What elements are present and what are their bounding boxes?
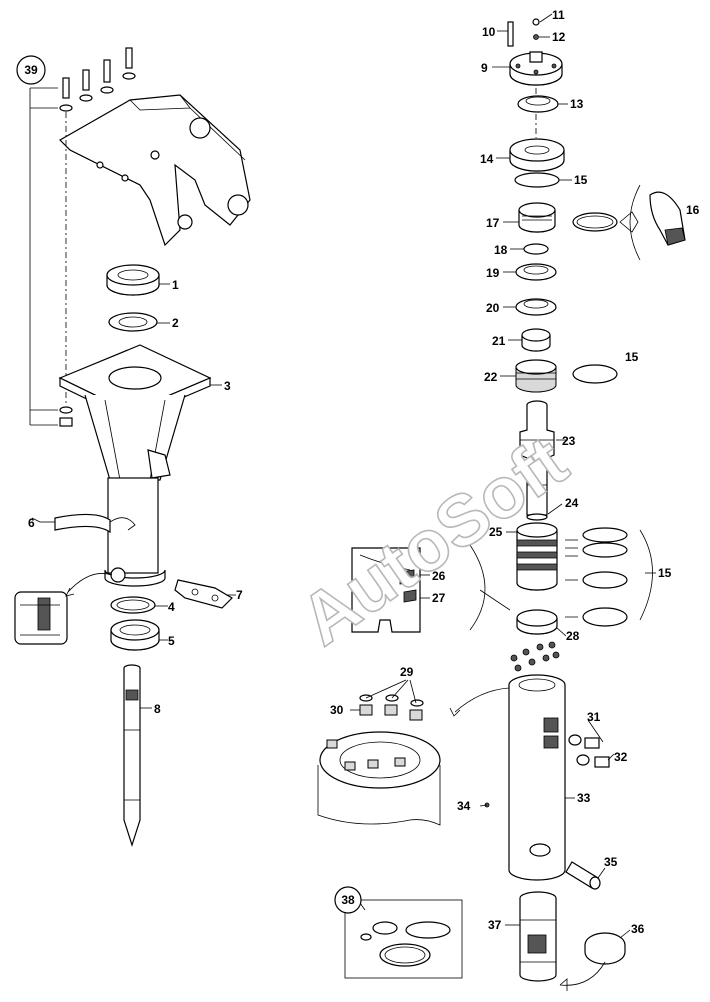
- callout-36: 36: [631, 922, 645, 936]
- callout-25: 25: [489, 525, 503, 539]
- callout-34: 34: [457, 799, 471, 813]
- callout-1: 1: [172, 278, 179, 292]
- part-6-clamp: [54, 513, 136, 534]
- callout-35: 35: [604, 855, 618, 869]
- part-7-lock-plate: [174, 579, 233, 609]
- callout-32: 32: [614, 750, 628, 764]
- callout-26: 26: [432, 569, 446, 583]
- callout-20: 20: [486, 301, 500, 315]
- callout-39: 39: [24, 63, 38, 77]
- part-29-nuts: [510, 641, 560, 672]
- callout-2: 2: [172, 316, 179, 330]
- mounting-bracket: [59, 94, 251, 247]
- callout-10: 10: [482, 25, 496, 39]
- callout-30: 30: [330, 703, 344, 717]
- callout-28: 28: [566, 629, 580, 643]
- seal-detail-26-27: [351, 544, 511, 633]
- seal-detail-inset: [14, 573, 113, 645]
- part-37-front-head: [519, 891, 557, 982]
- seal-kit-38: [344, 899, 463, 979]
- callout-5: 5: [168, 634, 175, 648]
- callout-37: 37: [488, 918, 502, 932]
- callout-11: 11: [552, 8, 565, 22]
- part-33-cylinder: [508, 674, 566, 881]
- left-assembly: [14, 47, 251, 847]
- callout-31: 31: [587, 710, 601, 724]
- callout-7: 7: [236, 588, 243, 602]
- callout-16: 16: [686, 203, 700, 217]
- callout-38-circle: [334, 886, 362, 914]
- part-17-valve: [518, 202, 556, 233]
- part-4-oring: [110, 596, 156, 614]
- callout-39-circle: [16, 55, 46, 85]
- part-22-seal-pack: [515, 359, 557, 393]
- callout-9: 9: [481, 61, 488, 75]
- callout-3: 3: [224, 379, 231, 393]
- part-14-flange: [509, 138, 565, 172]
- right-assembly: [31, 13, 686, 991]
- part-9-cover: [509, 51, 563, 86]
- callout-24: 24: [565, 496, 579, 510]
- callout-23: 23: [562, 434, 576, 448]
- part-3-housing: [58, 344, 212, 587]
- part-1-bushing: [106, 264, 160, 296]
- nut-detail-29-30: [317, 679, 441, 826]
- callout-21: 21: [492, 334, 506, 348]
- callout-19: 19: [486, 266, 500, 280]
- callout-33: 33: [577, 791, 591, 805]
- callout-12: 12: [552, 30, 566, 44]
- callout-4: 4: [168, 600, 175, 614]
- callout-14: 14: [480, 152, 494, 166]
- callout-38: 38: [341, 893, 355, 907]
- callout-22: 22: [484, 370, 498, 384]
- part-8-chisel: [123, 664, 141, 847]
- callout-labels: 1 2 3 4 5 6 7 8 9 10 11 12 13 14 15 15 1…: [16, 8, 700, 936]
- callout-15-group: 15: [658, 566, 672, 580]
- bracket-bolts: [59, 47, 136, 112]
- callout-13: 13: [570, 97, 584, 111]
- part-15-seal-set: [565, 527, 653, 627]
- part-36-cap: [584, 932, 626, 965]
- callout-6: 6: [28, 516, 35, 530]
- part-13-seal-ring: [517, 95, 559, 113]
- part-31-32-plugs: [568, 734, 610, 768]
- part-2-washer: [108, 312, 158, 332]
- callout-27: 27: [432, 591, 446, 605]
- part-5-ring: [110, 619, 160, 651]
- callout-29: 29: [400, 665, 414, 679]
- callout-17: 17: [486, 216, 500, 230]
- callout-15-top: 15: [574, 173, 588, 187]
- part-25-sleeve: [516, 522, 558, 591]
- callout-18: 18: [494, 243, 508, 257]
- callout-8: 8: [154, 702, 161, 716]
- callout-15-mid: 15: [625, 350, 639, 364]
